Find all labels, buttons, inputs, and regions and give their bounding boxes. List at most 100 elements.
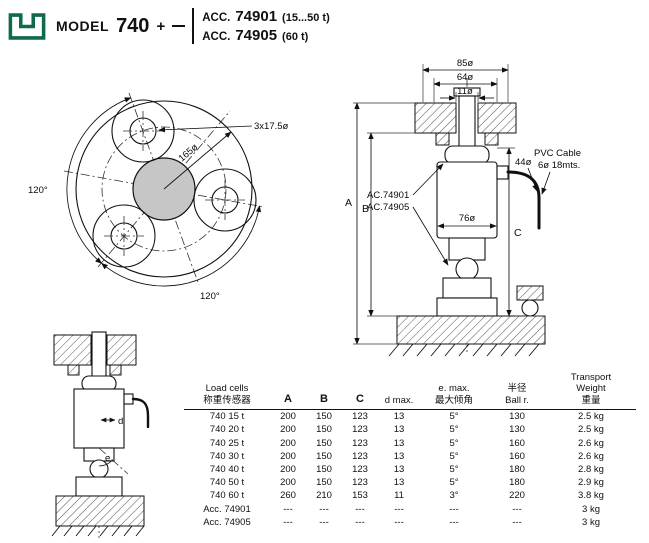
col-header-ball: 半径 Ball r.	[488, 372, 546, 410]
cell-c: 123	[352, 450, 368, 462]
logo-u-icon	[8, 12, 46, 40]
accessory-block: ACC. 74901 (15...50 t) ACC. 74905 (60 t)	[192, 8, 330, 44]
acc-number: 74905	[235, 27, 278, 44]
title-row: MODEL 740 + ACC. 74901 (15...50 t) ACC. …	[56, 8, 330, 44]
model-number: 740	[116, 14, 150, 37]
dim-c-label: C	[514, 227, 522, 239]
cell-name: 740 25 t	[209, 437, 245, 449]
col-header-a: A	[284, 392, 292, 405]
cell-b: 150	[316, 424, 332, 436]
col-header-b: B	[320, 392, 328, 405]
cell-c: ---	[355, 503, 365, 515]
col-header-e-max: e. max. 最大倾角	[420, 372, 488, 410]
dimension-lines	[354, 67, 551, 345]
col-header-load-cells-en: Load cells	[205, 383, 249, 395]
acc-range: (15...50 t)	[282, 12, 330, 24]
acc-74901-callout: AC.74901	[367, 190, 409, 201]
header: MODEL 740 + ACC. 74901 (15...50 t) ACC. …	[8, 8, 330, 44]
dim-d-label: d	[118, 416, 123, 427]
base-section	[388, 285, 546, 357]
cell-weight: 3.8 kg	[578, 490, 604, 502]
cell-weight: 2.9 kg	[578, 477, 604, 489]
section-view-drawing: 85ø 64ø 11ø 76ø A B C AC.74901 AC.74905 …	[345, 58, 581, 357]
cell-a: 200	[280, 477, 296, 489]
col-header-weight-l3: 重量	[581, 394, 601, 406]
cell-weight: 3 kg	[582, 516, 600, 528]
cell-weight: 2.6 kg	[578, 437, 604, 449]
table-row: Acc. 74905------------------3 kg	[184, 516, 636, 529]
cell-a: 200	[280, 437, 296, 449]
ball-seat-detail	[516, 285, 544, 301]
cell-c: 123	[352, 411, 368, 423]
detail-view-drawing: d e	[51, 331, 150, 538]
col-header-d-max: d max.	[384, 394, 414, 406]
cell-name: 740 30 t	[209, 450, 245, 462]
cell-e: 5°	[449, 411, 459, 423]
cell-weight: 2.8 kg	[578, 463, 604, 475]
cable	[506, 170, 541, 230]
angle-bottom-label: 120°	[200, 291, 220, 302]
cell-c: 123	[352, 424, 368, 436]
tilt-axis-line	[98, 447, 129, 475]
col-header-weight-l1: Transport	[570, 372, 612, 383]
cell-a: 260	[280, 490, 296, 502]
cell-c: 123	[352, 463, 368, 475]
dim-85-label: 85ø	[457, 58, 474, 69]
cell-d: 13	[393, 477, 405, 489]
dim-11-label: 11ø	[457, 86, 473, 97]
cell-d: 11	[394, 490, 404, 502]
cell-name: Acc. 74901	[203, 503, 251, 515]
cell-a: ---	[283, 503, 293, 515]
dim-b-label: B	[362, 203, 369, 215]
cable	[131, 397, 150, 429]
col-header-weight-l2: Weight	[576, 383, 606, 395]
cell-d: 13	[393, 424, 405, 436]
holes-label: 3x17.5ø	[254, 121, 289, 132]
holes-leader-line	[158, 125, 253, 133]
plate-outer-circle	[75, 100, 253, 278]
cell-b: 150	[316, 450, 332, 462]
accessory-74901: ACC. 74901 (15...50 t)	[202, 8, 330, 25]
plus-sign: +	[156, 17, 166, 35]
cell-name: Acc. 74905	[203, 516, 251, 528]
bolt-circle-dim-line	[163, 131, 232, 190]
acc-prefix: ACC.	[202, 31, 231, 43]
load-ball	[455, 257, 479, 281]
dim-a-label: A	[345, 197, 352, 209]
ground-hatch	[388, 343, 540, 357]
cell-weight: 3 kg	[582, 503, 600, 515]
cell-e: 5°	[449, 450, 459, 462]
cable-label-line2: 6ø 18mts.	[538, 160, 580, 171]
dim-64-label: 64ø	[457, 72, 474, 83]
table-row: Acc. 74901------------------3 kg	[184, 503, 636, 516]
cell-b: 150	[316, 411, 332, 423]
cell-e: 5°	[449, 424, 459, 436]
acc-prefix: ACC.	[202, 12, 231, 24]
cell-b: 150	[316, 437, 332, 449]
col-header-ball-zh: 半径	[507, 383, 527, 395]
cell-weight: 2.6 kg	[578, 450, 604, 462]
cell-ball: 160	[509, 437, 525, 449]
top-plate-section	[53, 334, 137, 376]
dim-76-label: 76ø	[459, 213, 476, 224]
acc-range: (60 t)	[282, 31, 309, 43]
acc-number: 74901	[235, 8, 278, 25]
cell-name: 740 20 t	[209, 424, 245, 436]
model-label: MODEL	[56, 18, 110, 34]
bracket-dash	[172, 25, 186, 27]
cell-e: 5°	[449, 437, 459, 449]
cell-b: 210	[316, 490, 332, 502]
cell-ball: 130	[509, 424, 525, 436]
load-cell-section	[436, 87, 509, 317]
cell-c: 123	[352, 477, 368, 489]
utilcell-logo	[8, 12, 46, 40]
load-cell-body	[73, 331, 134, 497]
cell-e: 3°	[449, 490, 459, 502]
cell-e: 5°	[449, 477, 459, 489]
